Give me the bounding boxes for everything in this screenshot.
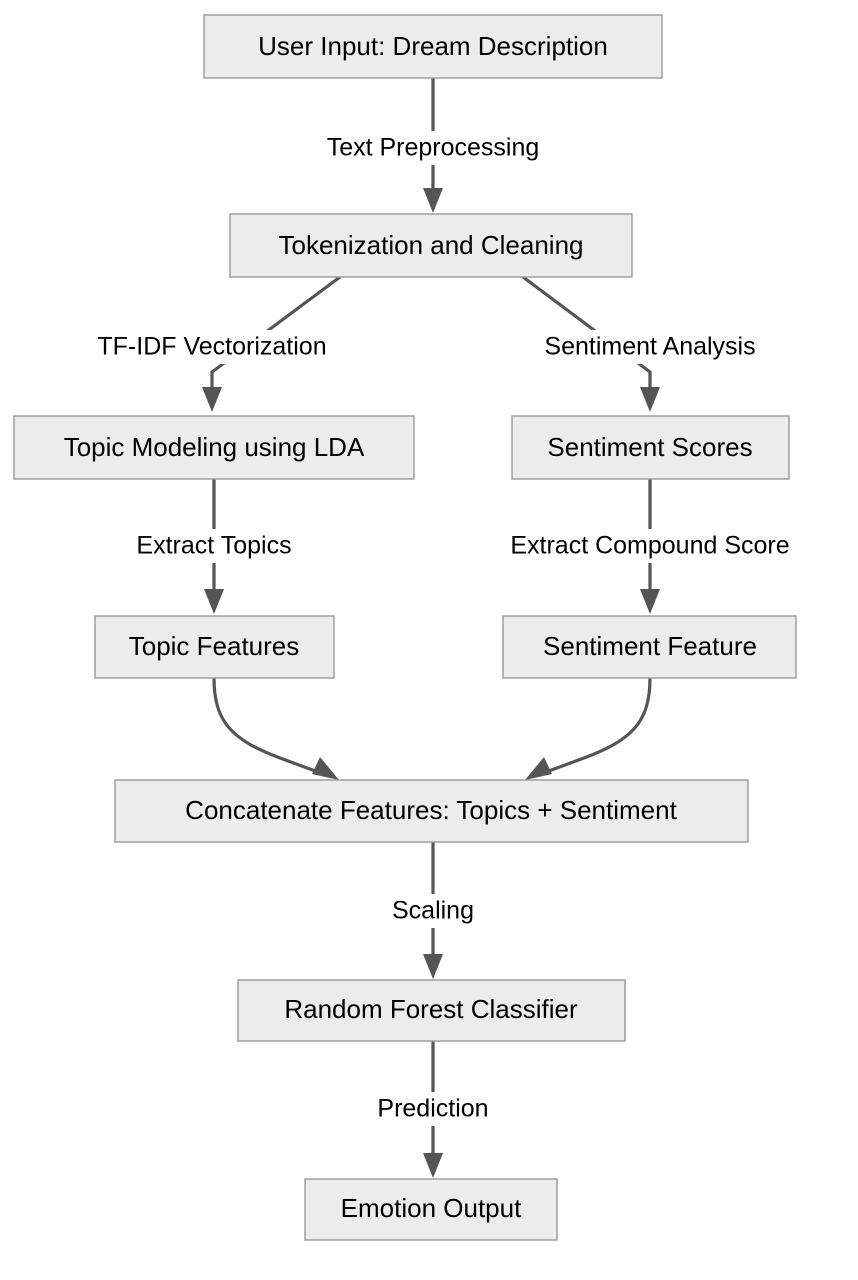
edge-label-prediction: Prediction bbox=[358, 1092, 508, 1126]
arrowhead-icon bbox=[423, 188, 443, 213]
edge-tokenization-to-sentiment-scores bbox=[522, 275, 660, 412]
edge-tokenization-to-topic-modeling bbox=[202, 275, 341, 412]
label-backing bbox=[296, 131, 571, 165]
node-box[interactable] bbox=[94, 615, 335, 679]
arrowhead-icon bbox=[423, 954, 443, 979]
node-label: Tokenization and Cleaning bbox=[279, 230, 584, 260]
edge-label-sentiment-analysis: Sentiment Analysis bbox=[514, 330, 787, 364]
node-user-input[interactable]: User Input: Dream Description bbox=[203, 14, 663, 79]
label-backing bbox=[117, 529, 311, 563]
edge-label-tfidf-vectorization: TF-IDF Vectorization bbox=[64, 330, 361, 364]
edge-label: Extract Topics bbox=[136, 532, 291, 560]
arrowhead-icon bbox=[204, 589, 224, 614]
node-label: Random Forest Classifier bbox=[284, 994, 578, 1024]
edge-line bbox=[545, 677, 652, 774]
arrowhead-icon bbox=[525, 757, 552, 780]
node-label: Sentiment Feature bbox=[543, 631, 757, 661]
edge-label: Scaling bbox=[392, 897, 474, 925]
node-topic-modeling[interactable]: Topic Modeling using LDA bbox=[13, 415, 415, 480]
node-topic-features[interactable]: Topic Features bbox=[94, 615, 335, 679]
node-label: Concatenate Features: Topics + Sentiment bbox=[185, 795, 677, 825]
node-concatenate[interactable]: Concatenate Features: Topics + Sentiment bbox=[114, 779, 749, 843]
node-box[interactable] bbox=[203, 14, 663, 79]
node-label: Emotion Output bbox=[341, 1193, 522, 1223]
node-label: Topic Features bbox=[129, 631, 300, 661]
label-backing bbox=[475, 529, 827, 563]
label-backing bbox=[64, 330, 361, 364]
node-sentiment-feature[interactable]: Sentiment Feature bbox=[502, 615, 797, 679]
arrowhead-icon bbox=[202, 387, 222, 412]
edge-label: Extract Compound Score bbox=[510, 532, 789, 560]
arrowhead-icon bbox=[423, 1153, 443, 1178]
node-label: Sentiment Scores bbox=[547, 432, 752, 462]
label-backing bbox=[378, 894, 488, 928]
node-label: User Input: Dream Description bbox=[258, 31, 608, 61]
node-label: Topic Modeling using LDA bbox=[64, 432, 365, 462]
label-backing bbox=[514, 330, 787, 364]
edge-sentiment-feature-to-concatenate bbox=[525, 677, 652, 780]
edge-label: Sentiment Analysis bbox=[544, 333, 755, 361]
node-box[interactable] bbox=[114, 779, 749, 843]
edge-label-scaling: Scaling bbox=[378, 894, 488, 928]
edge-label: Prediction bbox=[377, 1095, 488, 1123]
node-box[interactable] bbox=[511, 415, 790, 480]
edge-topic-features-to-concatenate bbox=[212, 677, 339, 780]
arrowhead-icon bbox=[312, 757, 339, 780]
node-classifier[interactable]: Random Forest Classifier bbox=[237, 979, 626, 1042]
arrowhead-icon bbox=[640, 589, 660, 614]
edge-label-extract-compound-score: Extract Compound Score bbox=[475, 529, 827, 563]
node-sentiment-scores[interactable]: Sentiment Scores bbox=[511, 415, 790, 480]
label-backing bbox=[358, 1092, 508, 1126]
node-box[interactable] bbox=[229, 213, 633, 278]
node-tokenization[interactable]: Tokenization and Cleaning bbox=[229, 213, 633, 278]
arrowhead-icon bbox=[640, 387, 660, 412]
node-box[interactable] bbox=[502, 615, 797, 679]
node-box[interactable] bbox=[304, 1178, 558, 1241]
edge-label-text-preprocessing: Text Preprocessing bbox=[296, 131, 571, 165]
edge-line bbox=[212, 677, 319, 774]
edge-label: TF-IDF Vectorization bbox=[97, 333, 326, 361]
node-box[interactable] bbox=[13, 415, 415, 480]
edge-label-extract-topics: Extract Topics bbox=[117, 529, 311, 563]
node-box[interactable] bbox=[237, 979, 626, 1042]
node-emotion-output[interactable]: Emotion Output bbox=[304, 1178, 558, 1241]
edge-label: Text Preprocessing bbox=[327, 134, 540, 162]
